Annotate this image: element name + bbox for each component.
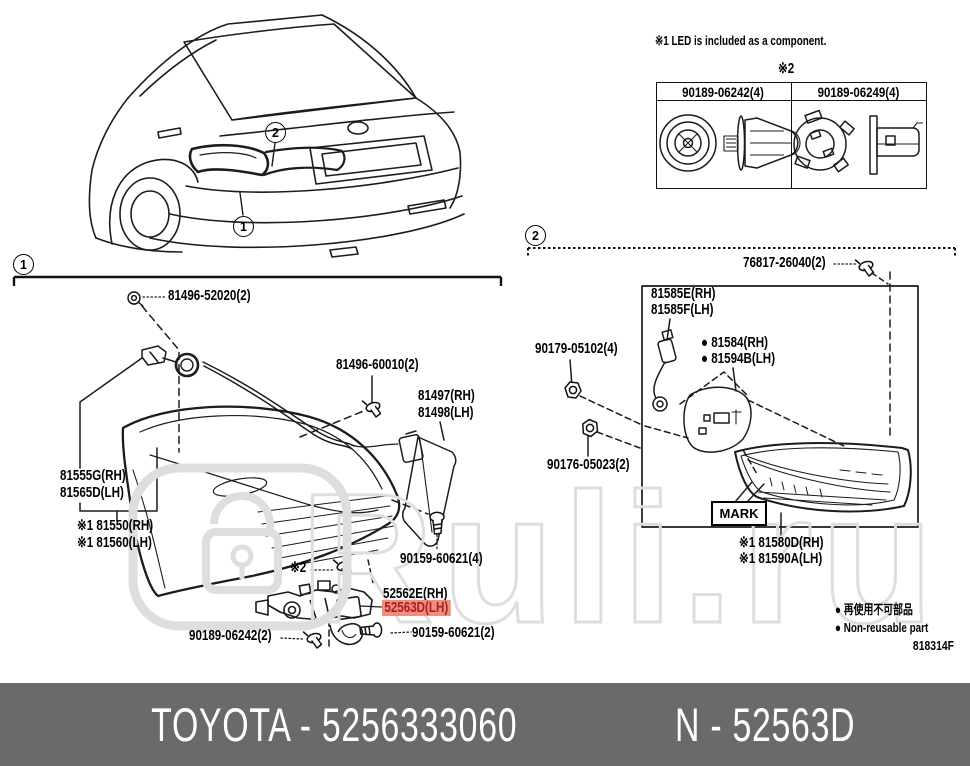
mark-label: MARK <box>711 501 767 526</box>
part-label-90159-60621-2: 90159-60621(2) <box>412 625 495 641</box>
nonreusable-note-en: ● Non-reusable part <box>835 620 929 635</box>
part-label-90159-60621-4: 90159-60621(4) <box>400 551 483 567</box>
inner-lamp-drawing <box>564 259 919 536</box>
part-label-81585e: 81585E(RH) <box>651 286 716 302</box>
part-label-76817-26040: 76817-26040(2) <box>743 255 826 271</box>
part-label-81498: 81498(LH) <box>418 405 474 421</box>
part-label-81580d: ※1 81580D(RH) <box>739 535 824 551</box>
callout-2-on-car: 2 <box>265 122 286 143</box>
part-label-81585f: 81585F(LH) <box>651 302 714 318</box>
part-label-90179-05102: 90179-05102(4) <box>535 341 618 357</box>
clip-table <box>656 82 927 189</box>
part-label-52562e: 52562E(RH) <box>383 586 448 602</box>
ref2-marker: ※2 <box>290 560 307 576</box>
banner-brand-number: TOYOTA - 5256333060 <box>150 698 517 751</box>
part-label-81496-52020: 81496-52020(2) <box>168 288 251 304</box>
section-2-callout: 2 <box>525 225 546 246</box>
part-label-90189-06242-2: 90189-06242(2) <box>189 628 272 644</box>
led-note: ※1 LED is included as a component. <box>655 33 827 48</box>
part-label-90176-05023: 90176-05023(2) <box>547 457 630 473</box>
nonreusable-note-jp: ● 再使用不可部品 <box>835 602 913 617</box>
part-label-81555g: 81555G(RH) <box>60 468 126 484</box>
part-label-52563d-highlighted: 52563D(LH) <box>382 600 451 616</box>
part-label-81584: ● 81584(RH) <box>701 335 768 351</box>
part-label-81496-60010: 81496-60010(2) <box>336 357 419 373</box>
part-label-81590a: ※1 81590A(LH) <box>739 551 823 567</box>
banner-short-number: N - 52563D <box>675 698 856 751</box>
part-label-81565d: 81565D(LH) <box>60 485 124 501</box>
section-1-callout: 1 <box>13 254 34 275</box>
part-label-81550: ※1 81550(RH) <box>77 518 154 534</box>
clip-table-header-line <box>657 100 926 101</box>
highlighted-part-number: 52563D(LH) <box>382 600 451 616</box>
diagram-code: 818314F <box>912 638 954 653</box>
part-label-81560: ※1 81560(LH) <box>77 535 152 551</box>
clip-table-drawings <box>659 109 923 175</box>
clip-table-header-2: 90189-06249(4) <box>817 84 900 100</box>
clip-table-header-1: 90189-06242(4) <box>682 84 764 100</box>
car-rear-illustration <box>88 14 465 258</box>
part-number-banner: TOYOTA - 5256333060 N - 52563D <box>0 683 970 766</box>
diagram-line-art <box>12 14 956 651</box>
part-label-81594b: ● 81594B(LH) <box>701 351 776 367</box>
clip-table-divider <box>791 83 792 188</box>
clip-table-caption: ※2 <box>778 61 795 77</box>
part-label-81497: 81497(RH) <box>418 388 475 404</box>
callout-1-on-car: 1 <box>233 216 254 237</box>
section-brackets <box>12 247 956 286</box>
